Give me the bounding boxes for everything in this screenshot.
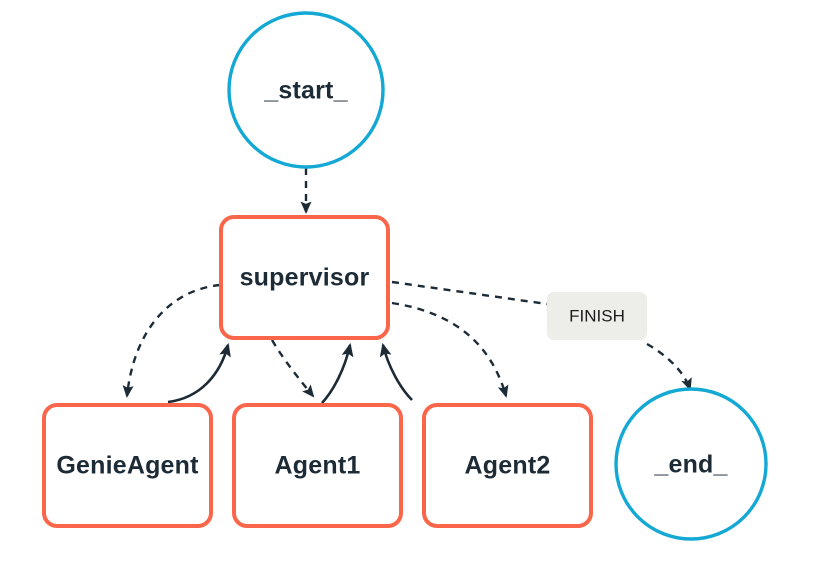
node-agent2-shape [422,403,593,528]
node-layer: _start_ supervisor GenieAgent Agent1 Age… [42,11,768,541]
node-end[interactable]: _end_ [614,387,768,541]
edge-genieagent-to-supervisor [167,342,231,404]
node-supervisor[interactable]: supervisor [219,215,390,340]
edge-finish-label-to-end [646,342,692,391]
edge-supervisor-to-agent1 [270,339,315,398]
edge-label-finish: FINISH [547,292,647,340]
node-start-label: _start_ [263,77,348,105]
edge-layer [122,168,692,404]
node-agent2-label: Agent2 [465,452,551,480]
node-supervisor-label: supervisor [240,264,370,292]
edge-label-finish-text: FINISH [569,306,625,325]
node-agent2[interactable]: Agent2 [422,403,593,528]
edge-agent1-to-supervisor [321,342,354,404]
node-supervisor-shape [219,215,390,340]
node-agent1-label: Agent1 [275,452,361,480]
node-start-shape [227,11,385,169]
node-genieagent-shape [42,403,213,528]
node-genieagent-label: GenieAgent [56,452,199,480]
node-agent1[interactable]: Agent1 [232,403,403,528]
node-start[interactable]: _start_ [227,11,385,169]
edge-supervisor-to-agent2 [391,301,509,398]
edge-label-finish-box [547,292,647,340]
node-genieagent[interactable]: GenieAgent [42,403,213,528]
node-end-label: _end_ [653,451,728,479]
node-agent1-shape [232,403,403,528]
node-end-shape [614,387,768,541]
edge-supervisor-to-finish-label [391,280,548,306]
edge-supervisor-to-genieagent [122,283,221,398]
edge-agent2-to-supervisor [379,342,413,401]
